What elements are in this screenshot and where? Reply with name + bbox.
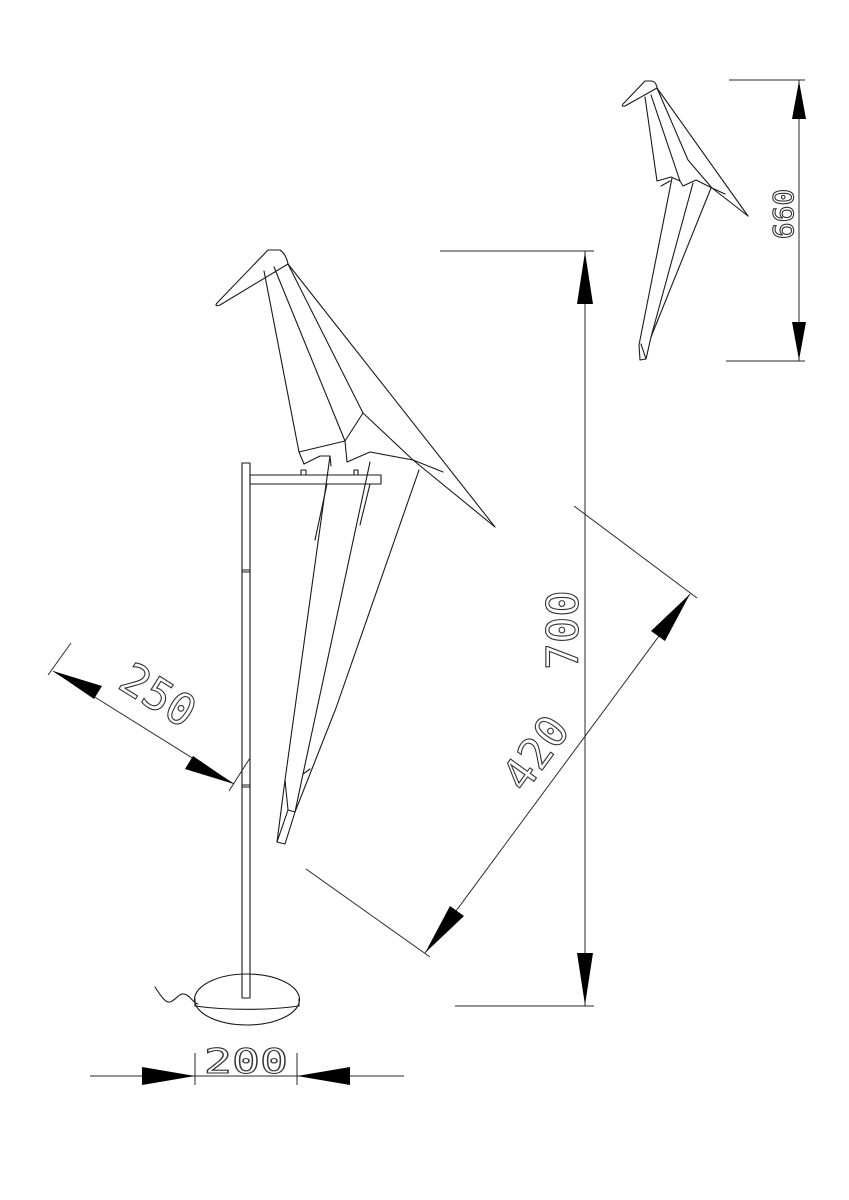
- dimension-label-arm-reach: 250: [110, 653, 204, 738]
- floor-lamp: [154, 249, 496, 1026]
- dimension-base-width: 200: [90, 1041, 404, 1085]
- dimension-arm-reach: 250: [47, 642, 251, 792]
- bird-shade: [215, 249, 496, 845]
- support-arm: [249, 469, 382, 541]
- dimension-label-variant-height: 660: [767, 189, 800, 240]
- power-cord: [154, 986, 199, 1005]
- dimension-label-base-width: 200: [204, 1042, 288, 1082]
- bird-variant: [621, 80, 749, 361]
- dimension-label-total-height: 700: [538, 590, 589, 669]
- dimension-label-bird-length: 420: [492, 706, 580, 800]
- dimension-total-height: 700: [440, 250, 594, 1007]
- pole: [241, 462, 251, 999]
- round-base: [193, 973, 301, 1026]
- dimension-variant-height: 660: [726, 79, 806, 362]
- dimension-bird-length: 420: [305, 505, 698, 958]
